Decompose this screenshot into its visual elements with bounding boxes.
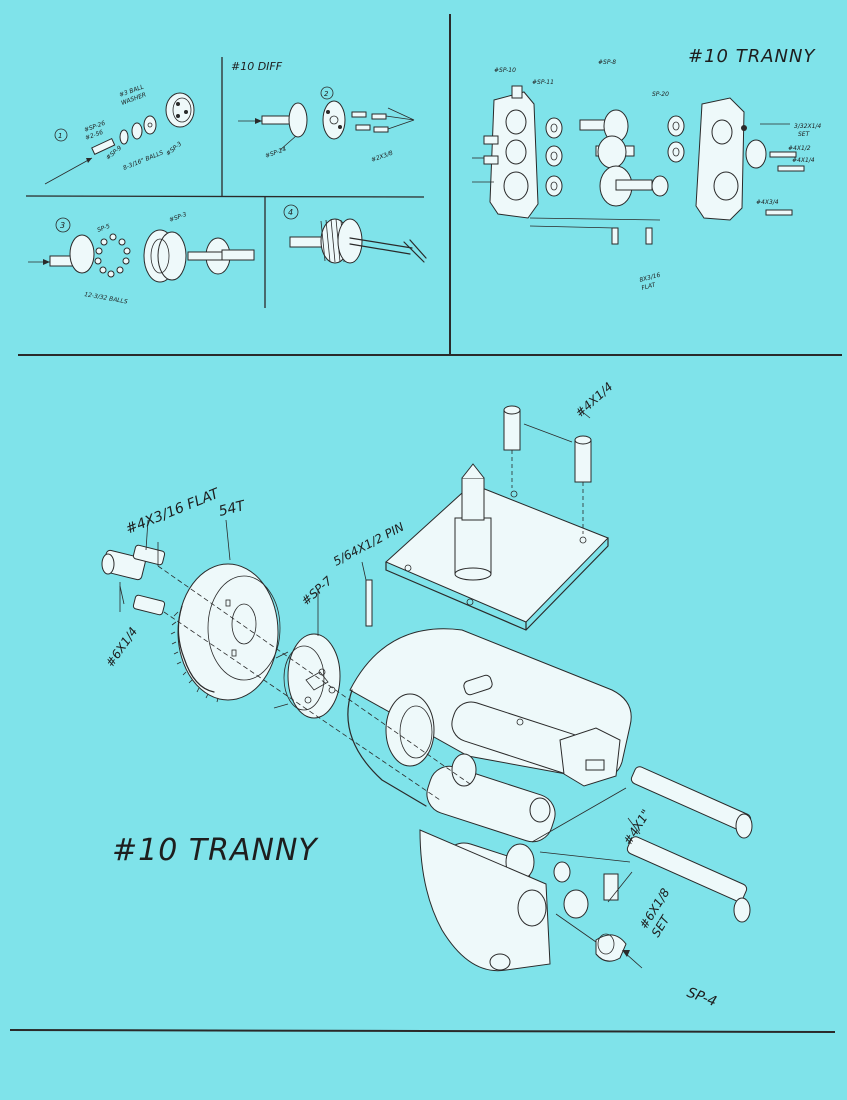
step-3-number: 3	[60, 221, 65, 230]
label-set: SET	[798, 131, 811, 138]
label-8-balls: 8-3/16" BALLS	[122, 149, 165, 172]
label-54t: 54T	[217, 498, 248, 520]
bottom-title: #10 TRANNY	[112, 833, 319, 868]
diff-step-4: 4	[283, 204, 427, 264]
diff-title: #10 DIFF	[231, 60, 283, 73]
diff-step-3: 3 SP-5 #SP-3 12-3/32 BALLS	[28, 211, 255, 306]
tranny-top-exploded: #10 TRANNY	[472, 46, 821, 292]
step-4-number: 4	[288, 208, 293, 217]
label-sp3-b: #SP-3	[168, 211, 188, 224]
label-sp3: #SP-3	[165, 140, 184, 157]
label-4x3-16-flat: #4X3/16 FLAT	[124, 485, 223, 537]
label-sp8: #SP-8	[598, 59, 616, 66]
step-2-number: 2	[324, 90, 329, 98]
label-sp24: #SP-24	[264, 146, 287, 160]
label-sp4: SP-4	[685, 985, 719, 1010]
step-1-number: 1	[58, 132, 62, 140]
label-flat: FLAT	[641, 281, 658, 292]
tranny-main-exploded: #10 TRANNY #4X3/16 FLAT 54T 5/64X1/2 PIN…	[101, 380, 753, 1010]
label-sp20: SP-20	[652, 91, 669, 98]
label-3-32x1-4: 3/32X1/4	[794, 123, 821, 130]
ball-ring	[94, 233, 131, 278]
label-sp10: #SP-10	[494, 67, 516, 74]
long-screws	[626, 766, 753, 923]
label-4x3-4: #4X3/4	[756, 199, 779, 206]
label-2x3-8: #2X3/8	[370, 150, 394, 164]
diff-step-1: 1 #SP-26 #2-56 #3 BALL WASHER #SP-9 #SP-…	[44, 84, 195, 185]
label-4x1-4: #4X1/4	[573, 380, 616, 421]
label-sp11: #SP-11	[532, 79, 554, 86]
label-6x1-4: #6X1/4	[103, 625, 140, 670]
bottom-rule	[9, 1029, 836, 1033]
top-right-title: #10 TRANNY	[688, 46, 816, 67]
label-12-balls: 12-3/32 BALLS	[84, 291, 129, 306]
label-sp7: #SP-7	[299, 573, 336, 608]
topleft-hdivider	[25, 195, 425, 198]
label-4x1-4: #4X1/4	[792, 157, 815, 164]
diff-step-2: #10 DIFF 2 #SP-24 #2X3/8	[231, 60, 415, 164]
label-4x1-2: #4X1/2	[788, 145, 811, 152]
label-sp5: SP-5	[96, 223, 111, 234]
